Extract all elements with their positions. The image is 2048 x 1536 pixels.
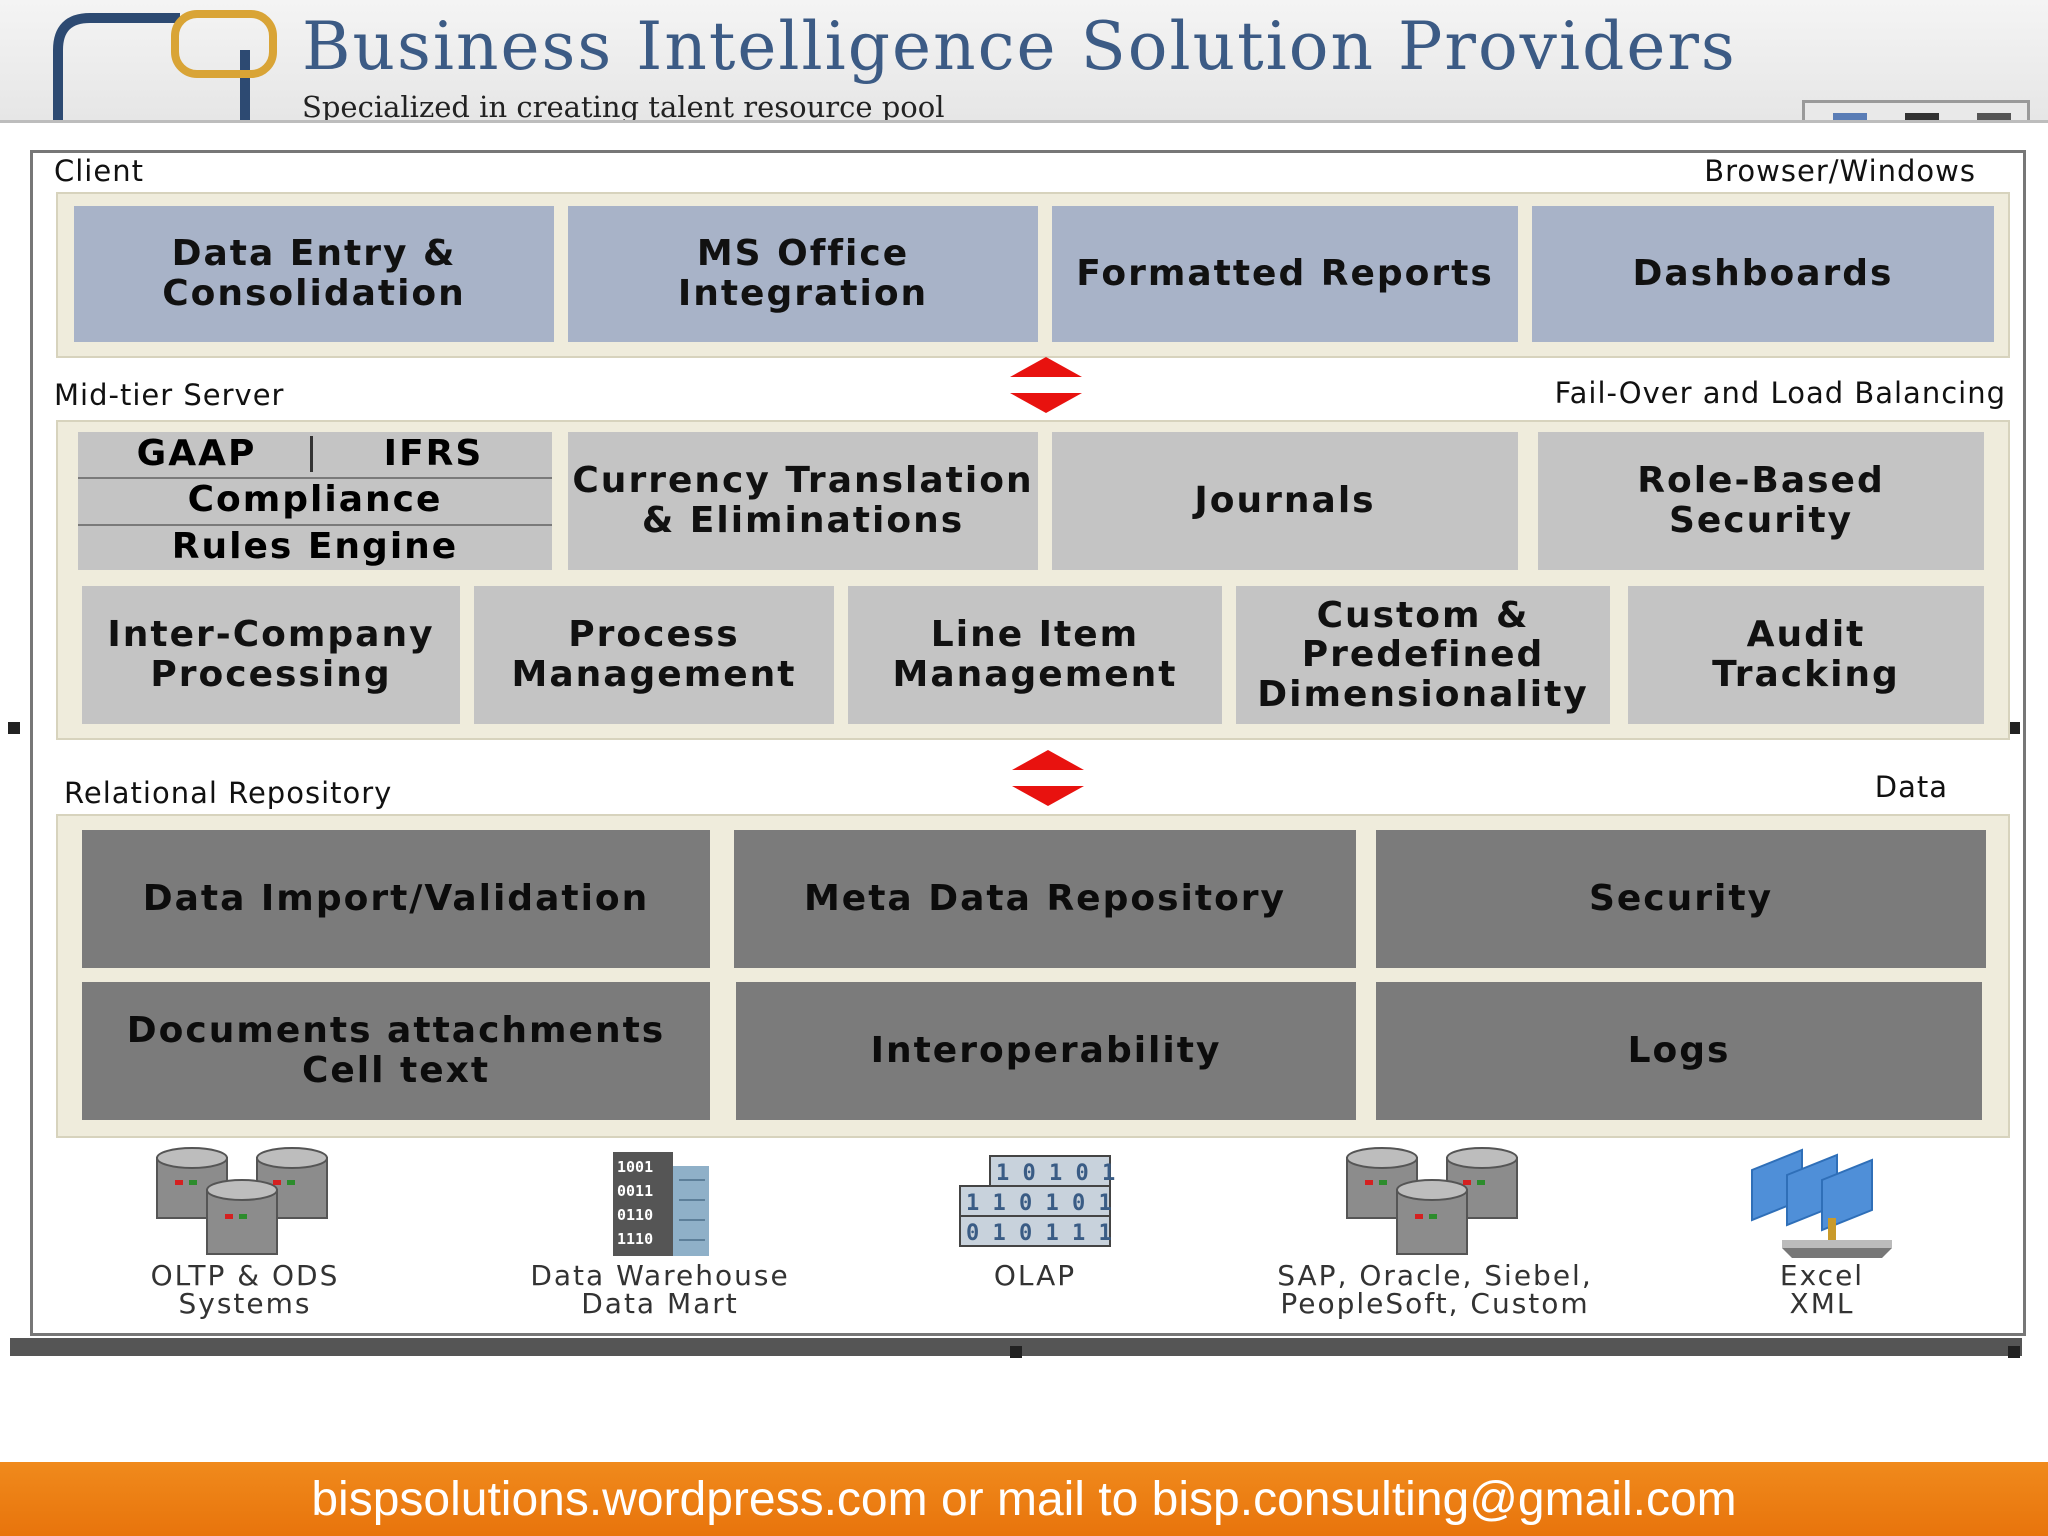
repo-box-data-import: Data Import/Validation (82, 830, 710, 968)
document-stack-icon (1742, 1140, 1902, 1262)
mid-box-currency-translation: Currency Translation & Eliminations (568, 432, 1038, 570)
database-cluster-icon (145, 1146, 345, 1262)
client-tier-label: Client (54, 154, 144, 188)
client-box-data-entry: Data Entry & Consolidation (74, 206, 554, 342)
compliance-label: Compliance (78, 478, 552, 522)
bidirectional-arrow-icon (1008, 748, 1088, 808)
svg-text:1 0 1 0 1: 1 0 1 0 1 (996, 1161, 1115, 1186)
mid-box-line-item-management: Line Item Management (848, 586, 1222, 724)
divider (310, 436, 313, 472)
source-label: Data Warehouse Data Mart (500, 1262, 820, 1318)
mid-box-role-based-security: Role-Based Security (1538, 432, 1984, 570)
svg-text:0110: 0110 (617, 1206, 653, 1224)
olap-cube-icon: 1 0 1 0 1 1 1 0 1 0 1 0 1 0 1 1 1 (950, 1146, 1120, 1262)
source-label: Excel XML (1722, 1262, 1922, 1318)
repository-tier-note: Data (1875, 770, 1948, 804)
source-label: OLAP (920, 1262, 1150, 1290)
client-box-ms-office: MS Office Integration (568, 206, 1038, 342)
client-box-dashboards: Dashboards (1532, 206, 1994, 342)
repo-box-documents: Documents attachments Cell text (82, 982, 710, 1120)
database-cluster-icon (1335, 1146, 1535, 1262)
company-logo-icon (50, 10, 290, 123)
bidirectional-arrow-icon (1006, 355, 1086, 415)
grid-icon[interactable] (1905, 113, 1939, 123)
repo-box-logs: Logs (1376, 982, 1982, 1120)
source-data-warehouse: 1001 0011 0110 1110 Data Warehouse Data Mar… (500, 1146, 820, 1318)
svg-text:1001: 1001 (617, 1158, 653, 1176)
mid-box-process-management: Process Management (474, 586, 834, 724)
svg-text:0 1 0 1 1 1: 0 1 0 1 1 1 (966, 1221, 1112, 1246)
repo-box-meta-data: Meta Data Repository (734, 830, 1356, 968)
source-excel-xml: Excel XML (1722, 1140, 1922, 1318)
svg-text:1 1 0 1 0 1: 1 1 0 1 0 1 (966, 1191, 1112, 1216)
client-tier-note: Browser/Windows (1704, 154, 1976, 188)
repo-box-security: Security (1376, 830, 1986, 968)
client-box-formatted-reports: Formatted Reports (1052, 206, 1518, 342)
page-tagline: Specialized in creating talent resource … (302, 90, 945, 123)
mid-tier-label: Mid-tier Server (54, 378, 284, 412)
mid-box-audit-tracking: Audit Tracking (1628, 586, 1984, 724)
mid-tier-note: Fail-Over and Load Balancing (1555, 376, 2006, 410)
svg-text:1110: 1110 (617, 1230, 653, 1248)
repo-box-interoperability: Interoperability (736, 982, 1356, 1120)
resize-handle-bottom[interactable] (1010, 1346, 1022, 1358)
data-warehouse-icon: 1001 0011 0110 1110 (605, 1146, 715, 1262)
mid-box-inter-company: Inter-Company Processing (82, 586, 460, 724)
gaap-label: GAAP (78, 432, 315, 476)
mid-box-journals: Journals (1052, 432, 1518, 570)
svg-text:0011: 0011 (617, 1182, 653, 1200)
resize-handle-corner[interactable] (2008, 1346, 2020, 1358)
window-icon[interactable] (1833, 113, 1867, 123)
mid-box-dimensionality: Custom & Predefined Dimensionality (1236, 586, 1610, 724)
footer-banner: bispsolutions.wordpress.com or mail to b… (0, 1462, 2048, 1536)
refresh-icon[interactable] (1977, 113, 2011, 123)
page-title: Business Intelligence Solution Providers (302, 8, 1737, 85)
page-header: Business Intelligence Solution Providers… (0, 0, 2048, 123)
source-oltp-ods: OLTP & ODS Systems (100, 1146, 390, 1318)
source-label: OLTP & ODS Systems (100, 1262, 390, 1318)
source-label: SAP, Oracle, Siebel, PeopleSoft, Custom (1240, 1262, 1630, 1318)
compliance-rules-engine-box: GAAP IFRS Compliance Rules Engine (78, 432, 552, 570)
ifrs-label: IFRS (315, 432, 552, 476)
repository-tier-label: Relational Repository (64, 776, 392, 810)
source-olap: 1 0 1 0 1 1 1 0 1 0 1 0 1 0 1 1 1 OLAP (920, 1146, 1150, 1290)
resize-handle-left[interactable] (8, 722, 20, 734)
window-toolbar[interactable] (1802, 100, 2030, 123)
rules-engine-label: Rules Engine (78, 525, 552, 569)
source-erp-systems: SAP, Oracle, Siebel, PeopleSoft, Custom (1240, 1146, 1630, 1318)
